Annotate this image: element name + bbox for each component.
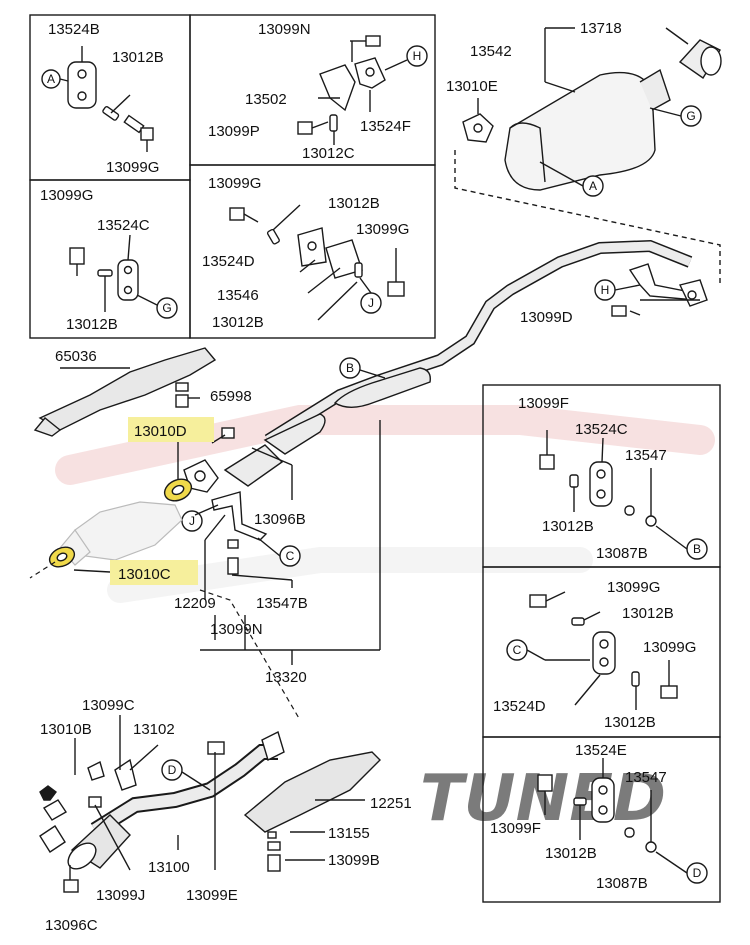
label-13099C: 13099C [82, 697, 135, 714]
box-hanger-13524E [482, 736, 721, 903]
box-hanger-13524B [29, 14, 191, 181]
label-13012B-d: 13012B [212, 314, 264, 331]
label-13320: 13320 [265, 669, 307, 686]
callout-B-pipe: B [346, 361, 354, 375]
label-13099F-b: 13099F [490, 820, 541, 837]
label-13012C: 13012C [302, 145, 355, 162]
callout-D-front: D [168, 763, 177, 777]
label-13012B-h: 13012B [545, 845, 597, 862]
muffler-13542 [454, 27, 722, 285]
callout-H-pipe: H [601, 283, 610, 297]
gasket-13010C [48, 546, 111, 573]
callout-letters: A H G A G J H B J C B C D D [47, 49, 702, 880]
label-13546: 13546 [217, 287, 259, 304]
label-13099G-a: 13099G [106, 159, 159, 176]
label-13099G-b: 13099G [40, 187, 93, 204]
label-13099G-c: 13099G [208, 175, 261, 192]
label-13012B-b: 13012B [66, 316, 118, 333]
heat-shield-65036 [33, 347, 217, 437]
label-13099D: 13099D [520, 309, 573, 326]
label-13096B: 13096B [254, 511, 306, 528]
label-13087B-b: 13087B [596, 875, 648, 892]
box-hanger-13524D [189, 164, 436, 339]
label-65036: 65036 [55, 348, 97, 365]
center-pipe-13320 [181, 239, 708, 665]
box-bracket-13502 [189, 14, 436, 166]
label-13099G-e: 13099G [607, 579, 660, 596]
callout-G-muffler: G [686, 109, 695, 123]
label-13524D-a: 13524D [202, 253, 255, 270]
label-13099P: 13099P [208, 123, 260, 140]
label-13155: 13155 [328, 825, 370, 842]
label-13099N-a: 13099N [258, 21, 311, 38]
label-13099G-f: 13099G [643, 639, 696, 656]
label-13099E: 13099E [186, 887, 238, 904]
label-13099B: 13099B [328, 852, 380, 869]
gasket-13010D [163, 442, 193, 502]
label-13524F: 13524F [360, 118, 411, 135]
label-13718: 13718 [580, 20, 622, 37]
label-13012B-c: 13012B [328, 195, 380, 212]
label-13010B: 13010B [40, 721, 92, 738]
label-13524D-b: 13524D [493, 698, 546, 715]
callout-A-muffler: A [589, 179, 597, 193]
highlight-13010C [110, 560, 198, 585]
label-13099F-a: 13099F [518, 395, 569, 412]
callout-D-right: D [693, 866, 702, 880]
callout-G-box3: G [162, 301, 171, 315]
label-13524E: 13524E [575, 742, 627, 759]
callout-J-pipe: J [189, 514, 195, 528]
highlight-13010D [128, 417, 214, 442]
label-13547-a: 13547 [625, 447, 667, 464]
label-13010D: 13010D [134, 423, 187, 440]
label-13012B-g: 13012B [604, 714, 656, 731]
label-13524B-a: 13524B [48, 21, 100, 38]
label-12251: 12251 [370, 795, 412, 812]
label-13524C-b: 13524C [575, 421, 628, 438]
callout-C-right: C [513, 643, 522, 657]
label-13100: 13100 [148, 859, 190, 876]
label-13012B-a: 13012B [112, 49, 164, 66]
label-12209: 12209 [174, 595, 216, 612]
label-65998: 65998 [210, 388, 252, 405]
label-13099G-d: 13099G [356, 221, 409, 238]
label-13502: 13502 [245, 91, 287, 108]
catalytic-converter-ghost [59, 501, 183, 566]
part-labels: 13524B 13012B 13099G 13099N 13502 13524F… [40, 20, 696, 934]
label-13010C: 13010C [118, 566, 171, 583]
box-hanger-13524D-right [482, 566, 721, 738]
front-pipe-13100 [39, 715, 381, 893]
callout-H-box2: H [413, 49, 422, 63]
label-13524C-a: 13524C [97, 217, 150, 234]
label-13542: 13542 [470, 43, 512, 60]
callout-J-box4: J [368, 296, 374, 310]
dashed-guide-front [29, 561, 301, 721]
label-13547B: 13547B [256, 595, 308, 612]
label-13012B-e: 13012B [542, 518, 594, 535]
label-13102: 13102 [133, 721, 175, 738]
label-13087B-a: 13087B [596, 545, 648, 562]
callout-A-box1: A [47, 72, 55, 86]
callout-C-pipe: C [286, 549, 295, 563]
label-13096C: 13096C [45, 917, 98, 934]
label-13099N-b: 13099N [210, 621, 263, 638]
label-13010E: 13010E [446, 78, 498, 95]
callout-B-right: B [693, 542, 701, 556]
label-13099J: 13099J [96, 887, 145, 904]
label-13012B-f: 13012B [622, 605, 674, 622]
label-13547-b: 13547 [625, 769, 667, 786]
